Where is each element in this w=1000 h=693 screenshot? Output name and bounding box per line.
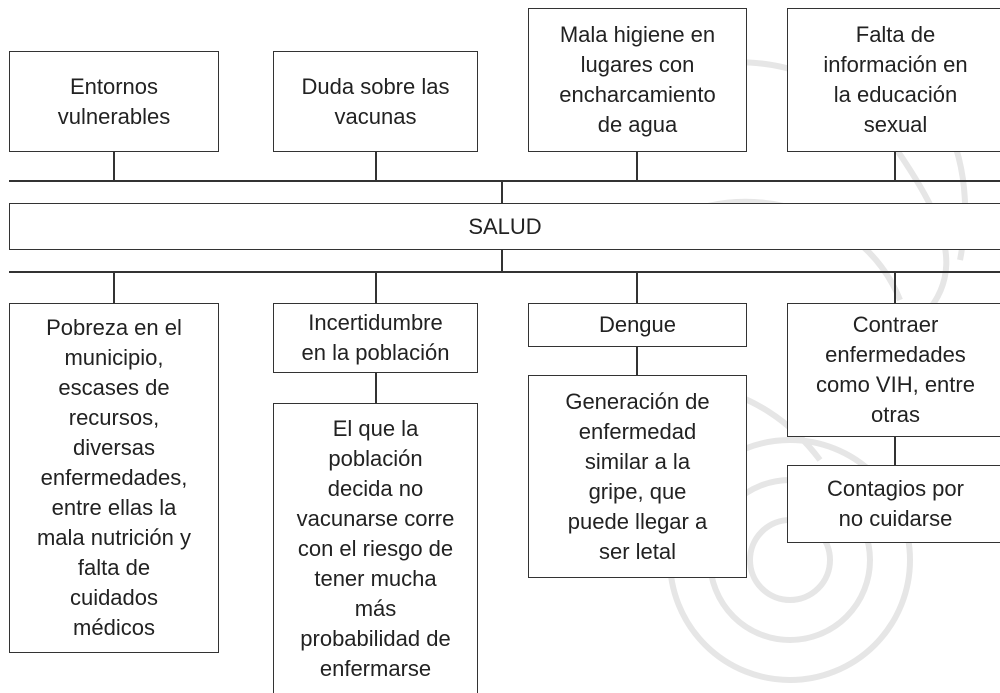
connector-effect-3: [636, 271, 638, 303]
cause-box-higiene: Mala higiene en lugares con encharcamien…: [528, 8, 747, 152]
effect-box-dengue: Dengue: [528, 303, 747, 347]
effect-box-vih: Contraer enfermedades como VIH, entre ot…: [787, 303, 1000, 437]
connector-consequence-1: [375, 373, 377, 403]
consequence-box-vacunarse: El que la población decida no vacunarse …: [273, 403, 478, 693]
connector-consequence-3: [894, 437, 896, 465]
consequence-box-gripe: Generación de enfermedad similar a la gr…: [528, 375, 747, 578]
effect-box-pobreza: Pobreza en el municipio, escases de recu…: [9, 303, 219, 653]
connector-cause-1: [113, 152, 115, 180]
top-horizontal-line: [9, 180, 1000, 182]
connector-effect-1: [113, 271, 115, 303]
top-center-connector: [501, 180, 503, 203]
connector-cause-3: [636, 152, 638, 180]
connector-consequence-2: [636, 347, 638, 375]
bottom-center-connector: [501, 250, 503, 271]
center-bar-salud: SALUD: [9, 203, 1000, 250]
cause-box-vacunas: Duda sobre las vacunas: [273, 51, 478, 152]
effect-box-incertidumbre: Incertidumbre en la población: [273, 303, 478, 373]
connector-cause-2: [375, 152, 377, 180]
cause-box-informacion: Falta de información en la educación sex…: [787, 8, 1000, 152]
bottom-horizontal-line: [9, 271, 1000, 273]
connector-cause-4: [894, 152, 896, 180]
cause-box-entornos: Entornos vulnerables: [9, 51, 219, 152]
connector-effect-2: [375, 271, 377, 303]
consequence-box-contagios: Contagios por no cuidarse: [787, 465, 1000, 543]
center-label: SALUD: [468, 213, 542, 239]
connector-effect-4: [894, 271, 896, 303]
